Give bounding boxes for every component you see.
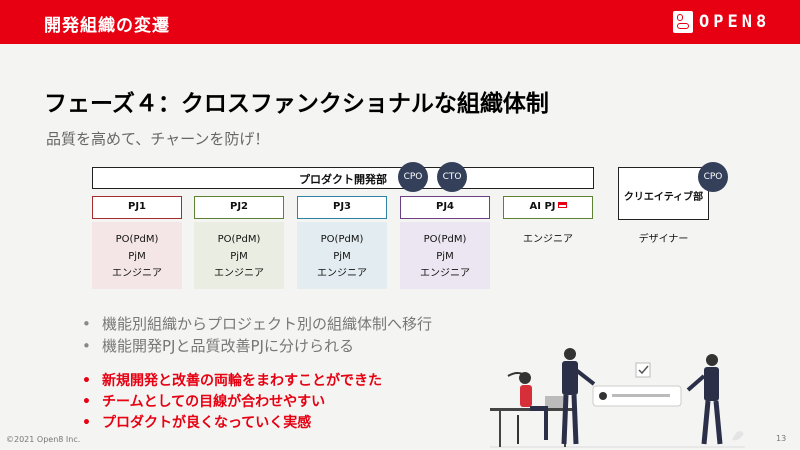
flag-icon (557, 202, 567, 208)
project-label-pj2: PJ2 (194, 196, 284, 219)
role-pjm: PjM (333, 251, 351, 262)
role-pjm: PjM (128, 251, 146, 262)
project-column-pj2: PJ2 PO(PdM) PjM エンジニア (194, 196, 284, 289)
role-po: PO(PdM) (115, 234, 159, 245)
highlight-bullet-list: 新規開発と改善の両輪をまわすことができた チームとしての目線が合わせやすい プロ… (80, 371, 382, 434)
role-po: PO(PdM) (320, 234, 364, 245)
project-roles-pj1: PO(PdM) PjM エンジニア (92, 222, 182, 289)
project-label-ai: AI PJ (529, 201, 556, 212)
page-number: 13 (776, 434, 787, 443)
project-column-ai: AI PJ エンジニア (503, 196, 593, 289)
project-roles-pj2: PO(PdM) PjM エンジニア (194, 222, 284, 289)
highlight-bullet-item: プロダクトが良くなっていく実感 (80, 413, 382, 434)
role-engineer: エンジニア (214, 268, 264, 279)
project-column-pj4: PJ4 PO(PdM) PjM エンジニア (400, 196, 490, 289)
project-label-pj4: PJ4 (400, 196, 490, 219)
project-column-pj1: PJ1 PO(PdM) PjM エンジニア (92, 196, 182, 289)
logo-mark-icon (673, 11, 693, 33)
cpo-badge: CPO (398, 162, 428, 192)
logo-text: OPEN8 (699, 12, 771, 32)
project-label-pj3: PJ3 (297, 196, 387, 219)
project-label-ai-box: AI PJ (503, 196, 593, 219)
project-roles-ai: エンジニア (503, 222, 593, 289)
creative-dept-label: クリエイティブ部 (623, 192, 704, 203)
creative-role-designer: デザイナー (638, 234, 689, 245)
project-column-pj3: PJ3 PO(PdM) PjM エンジニア (297, 196, 387, 289)
header-bar: 開発組織の変遷 OPEN8 (0, 0, 800, 44)
bullet-item: 機能開発PJと品質改善PJに分けられる (80, 335, 432, 357)
role-po: PO(PdM) (423, 234, 467, 245)
copyright: ©2021 Open8 Inc. (6, 435, 81, 444)
creative-dept-box: クリエイティブ部 (618, 167, 709, 220)
product-dev-dept-label: プロダクト開発部 (299, 173, 387, 186)
role-engineer: エンジニア (112, 268, 162, 279)
role-pjm: PjM (436, 251, 454, 262)
bullet-item: 機能別組織からプロジェクト別の組織体制へ移行 (80, 313, 432, 335)
role-engineer: エンジニア (317, 268, 367, 279)
product-dev-dept-box: プロダクト開発部 (92, 167, 594, 189)
project-label-pj1: PJ1 (92, 196, 182, 219)
slide-subtitle: 品質を高めて、チャーンを防げ！ (46, 130, 270, 148)
open8-logo: OPEN8 (673, 11, 770, 33)
role-engineer: エンジニア (523, 234, 573, 245)
section-title: 開発組織の変遷 (44, 16, 170, 36)
slide-heading: フェーズ４：クロスファンクショナルな組織体制 (44, 91, 549, 117)
creative-cpo-badge: CPO (698, 162, 728, 192)
highlight-bullet-item: チームとしての目線が合わせやすい (80, 392, 382, 413)
role-pjm: PjM (230, 251, 248, 262)
highlight-bullet-item: 新規開発と改善の両輪をまわすことができた (80, 371, 382, 392)
project-roles-pj3: PO(PdM) PjM エンジニア (297, 222, 387, 289)
project-roles-pj4: PO(PdM) PjM エンジニア (400, 222, 490, 289)
team-meeting-illustration (490, 348, 745, 448)
role-po: PO(PdM) (217, 234, 261, 245)
role-engineer: エンジニア (420, 268, 470, 279)
cto-badge: CTO (437, 162, 467, 192)
summary-bullet-list: 機能別組織からプロジェクト別の組織体制へ移行 機能開発PJと品質改善PJに分けら… (80, 313, 432, 357)
